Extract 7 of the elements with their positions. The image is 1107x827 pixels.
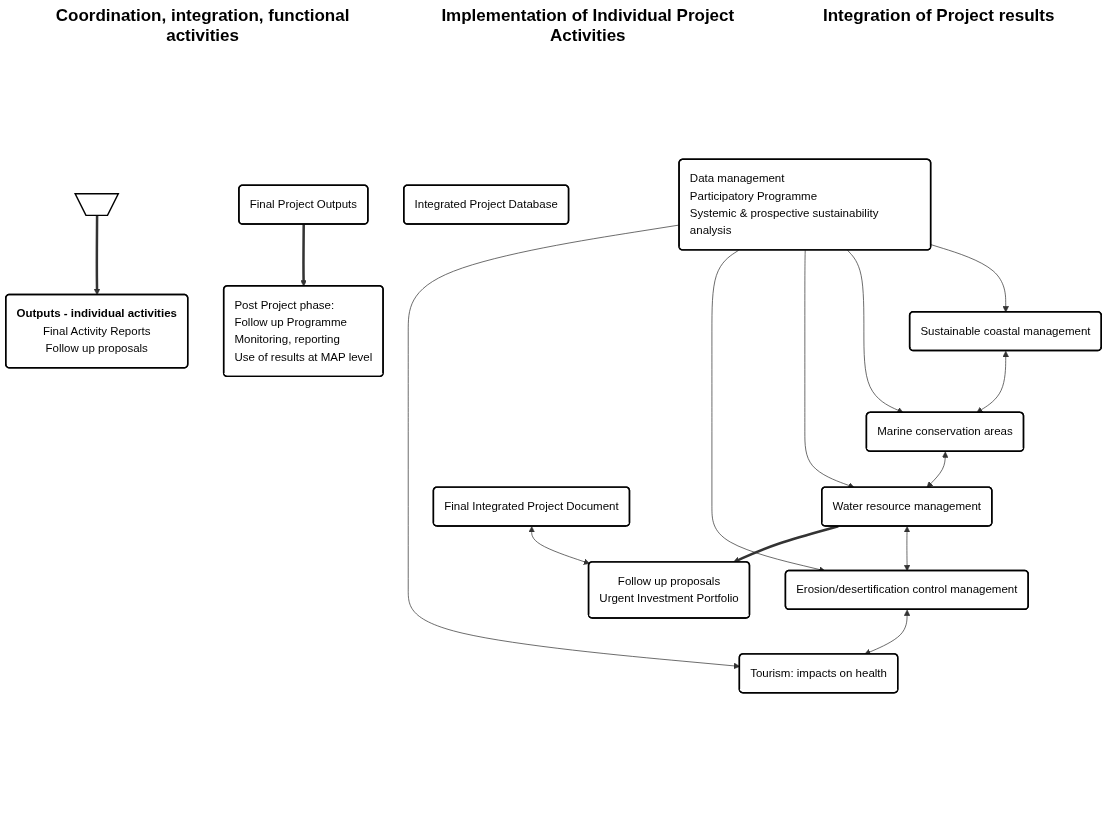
column-heading: Coordination, integration, functional activities <box>54 6 351 46</box>
node-bracket <box>74 193 120 217</box>
arrow <box>93 215 101 296</box>
arrow <box>733 525 839 563</box>
arrow <box>300 224 307 287</box>
column-heading: Implementation of Individual Project Activities <box>440 6 736 46</box>
column-heading: Integration of Project results <box>822 6 1055 27</box>
